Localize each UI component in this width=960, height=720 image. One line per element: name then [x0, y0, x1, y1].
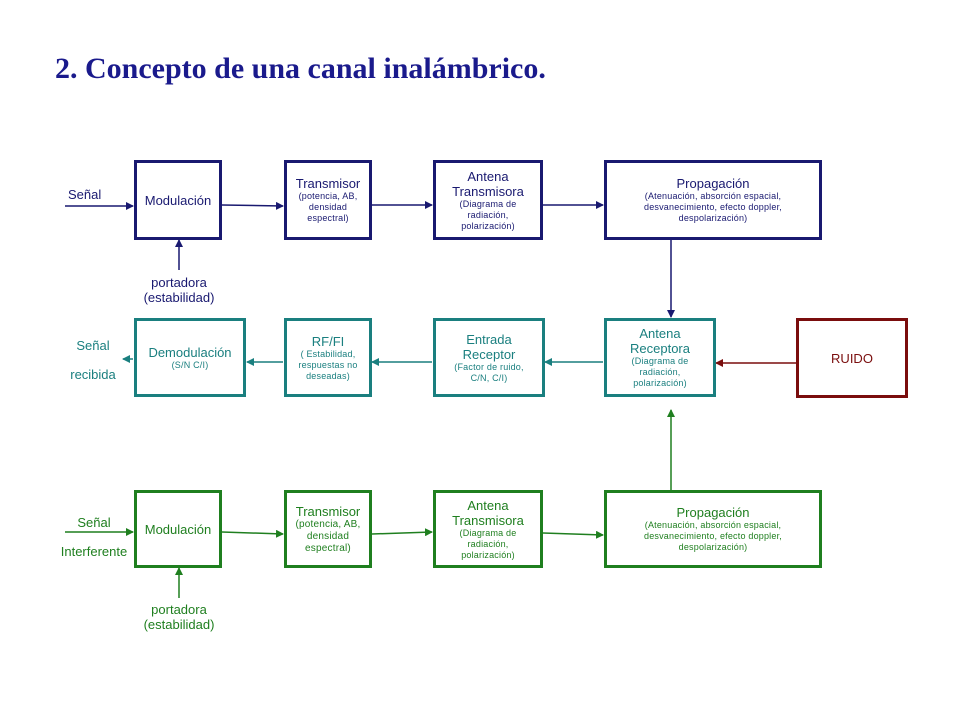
tx-antenna-block: Antena Transmisora (Diagrama de radiació… — [433, 160, 543, 240]
interferer-propagation-block: Propagación (Atenuación, absorción espac… — [604, 490, 822, 568]
received-signal-line2: recibida — [70, 367, 116, 382]
propagation-detail: (Atenuación, absorción espacial, desvane… — [644, 191, 782, 223]
interferer-modulation-title: Modulación — [144, 521, 212, 537]
tx-antenna-title-line1: Antena — [467, 168, 509, 184]
rx-antenna-title-line1: Antena — [639, 326, 681, 341]
interferer-signal-line2: Interferente — [60, 544, 128, 559]
noise-block: RUIDO — [796, 318, 908, 398]
interferer-antenna-block: Antena Transmisora (Diagrama de radiació… — [433, 490, 543, 568]
interferer-carrier-line2: (estabilidad) — [143, 617, 215, 632]
transmitter-title: Transmisor — [295, 176, 361, 191]
rf-fi-block: RF/FI ( Estabilidad, respuestas no desea… — [284, 318, 372, 397]
interferer-antenna-detail: (Diagrama de radiación, polarización) — [459, 527, 517, 560]
interferer-signal-line1: Señal — [77, 515, 111, 530]
transmitter-block: Transmisor (potencia, AB, densidad espec… — [284, 160, 372, 240]
receiver-input-title-line1: Entrada — [466, 331, 512, 347]
arrow-modulation-to-transmitter — [221, 201, 284, 210]
interferer-propagation-title: Propagación — [676, 505, 750, 520]
demodulation-title: Demodulación — [148, 344, 232, 360]
demodulation-block: Demodulación (S/N C/I) — [134, 318, 246, 397]
arrow-modulation-to-transmitter-3 — [221, 529, 284, 538]
tx-antenna-detail: (Diagrama de radiación, polarización) — [459, 198, 517, 231]
carrier-label-line1: portadora — [151, 275, 207, 290]
rx-antenna-block: Antena Receptora (Diagrama de radiación,… — [604, 318, 716, 397]
interferer-modulation-block: Modulación — [134, 490, 222, 568]
tx-antenna-title-line2: Transmisora — [452, 183, 524, 199]
arrow-transmitter-to-antenna-3 — [371, 528, 433, 537]
rf-fi-title: RF/FI — [311, 333, 345, 349]
modulation-block: Modulación — [134, 160, 222, 240]
rx-antenna-title-line2: Receptora — [630, 341, 690, 356]
interferer-antenna-title-line2: Transmisora — [452, 512, 524, 528]
interferer-carrier-label: portadora (estabilidad) — [134, 602, 224, 632]
carrier-label: portadora (estabilidad) — [134, 275, 224, 305]
rf-fi-detail: ( Estabilidad, respuestas no deseadas) — [298, 348, 358, 381]
receiver-input-block: Entrada Receptor (Factor de ruido, C/N, … — [433, 318, 545, 397]
receiver-input-detail: (Factor de ruido, C/N, C/I) — [454, 361, 524, 383]
interferer-transmitter-block: Transmisor (potencia, AB, densidad espec… — [284, 490, 372, 568]
interferer-signal-label: Señal Interferente — [55, 515, 133, 559]
interferer-propagation-detail: (Atenuación, absorción espacial, desvane… — [644, 520, 782, 552]
interferer-transmitter-detail: (potencia, AB, densidad espectral) — [295, 518, 361, 554]
page-title: 2. Concepto de una canal inalámbrico. — [55, 52, 546, 85]
modulation-title: Modulación — [144, 192, 212, 208]
interferer-transmitter-title: Transmisor — [295, 503, 361, 519]
demodulation-detail: (S/N C/I) — [171, 359, 209, 370]
propagation-block: Propagación (Atenuación, absorción espac… — [604, 160, 822, 240]
carrier-label-line2: (estabilidad) — [143, 290, 215, 305]
received-signal-label: Señal recibida — [60, 338, 126, 382]
rx-antenna-detail: (Diagrama de radiación, polarización) — [631, 356, 689, 388]
receiver-input-title-line2: Receptor — [462, 346, 516, 362]
propagation-title: Propagación — [676, 176, 750, 191]
signal-label: Señal — [68, 187, 102, 202]
received-signal-line1: Señal — [76, 338, 110, 353]
transmitter-detail: (potencia, AB, densidad espectral) — [298, 191, 358, 223]
interferer-carrier-line1: portadora — [151, 602, 207, 617]
interferer-antenna-title-line1: Antena — [467, 497, 509, 513]
noise-title: RUIDO — [831, 350, 873, 366]
arrow-antenna-to-propagation-3 — [542, 530, 604, 539]
